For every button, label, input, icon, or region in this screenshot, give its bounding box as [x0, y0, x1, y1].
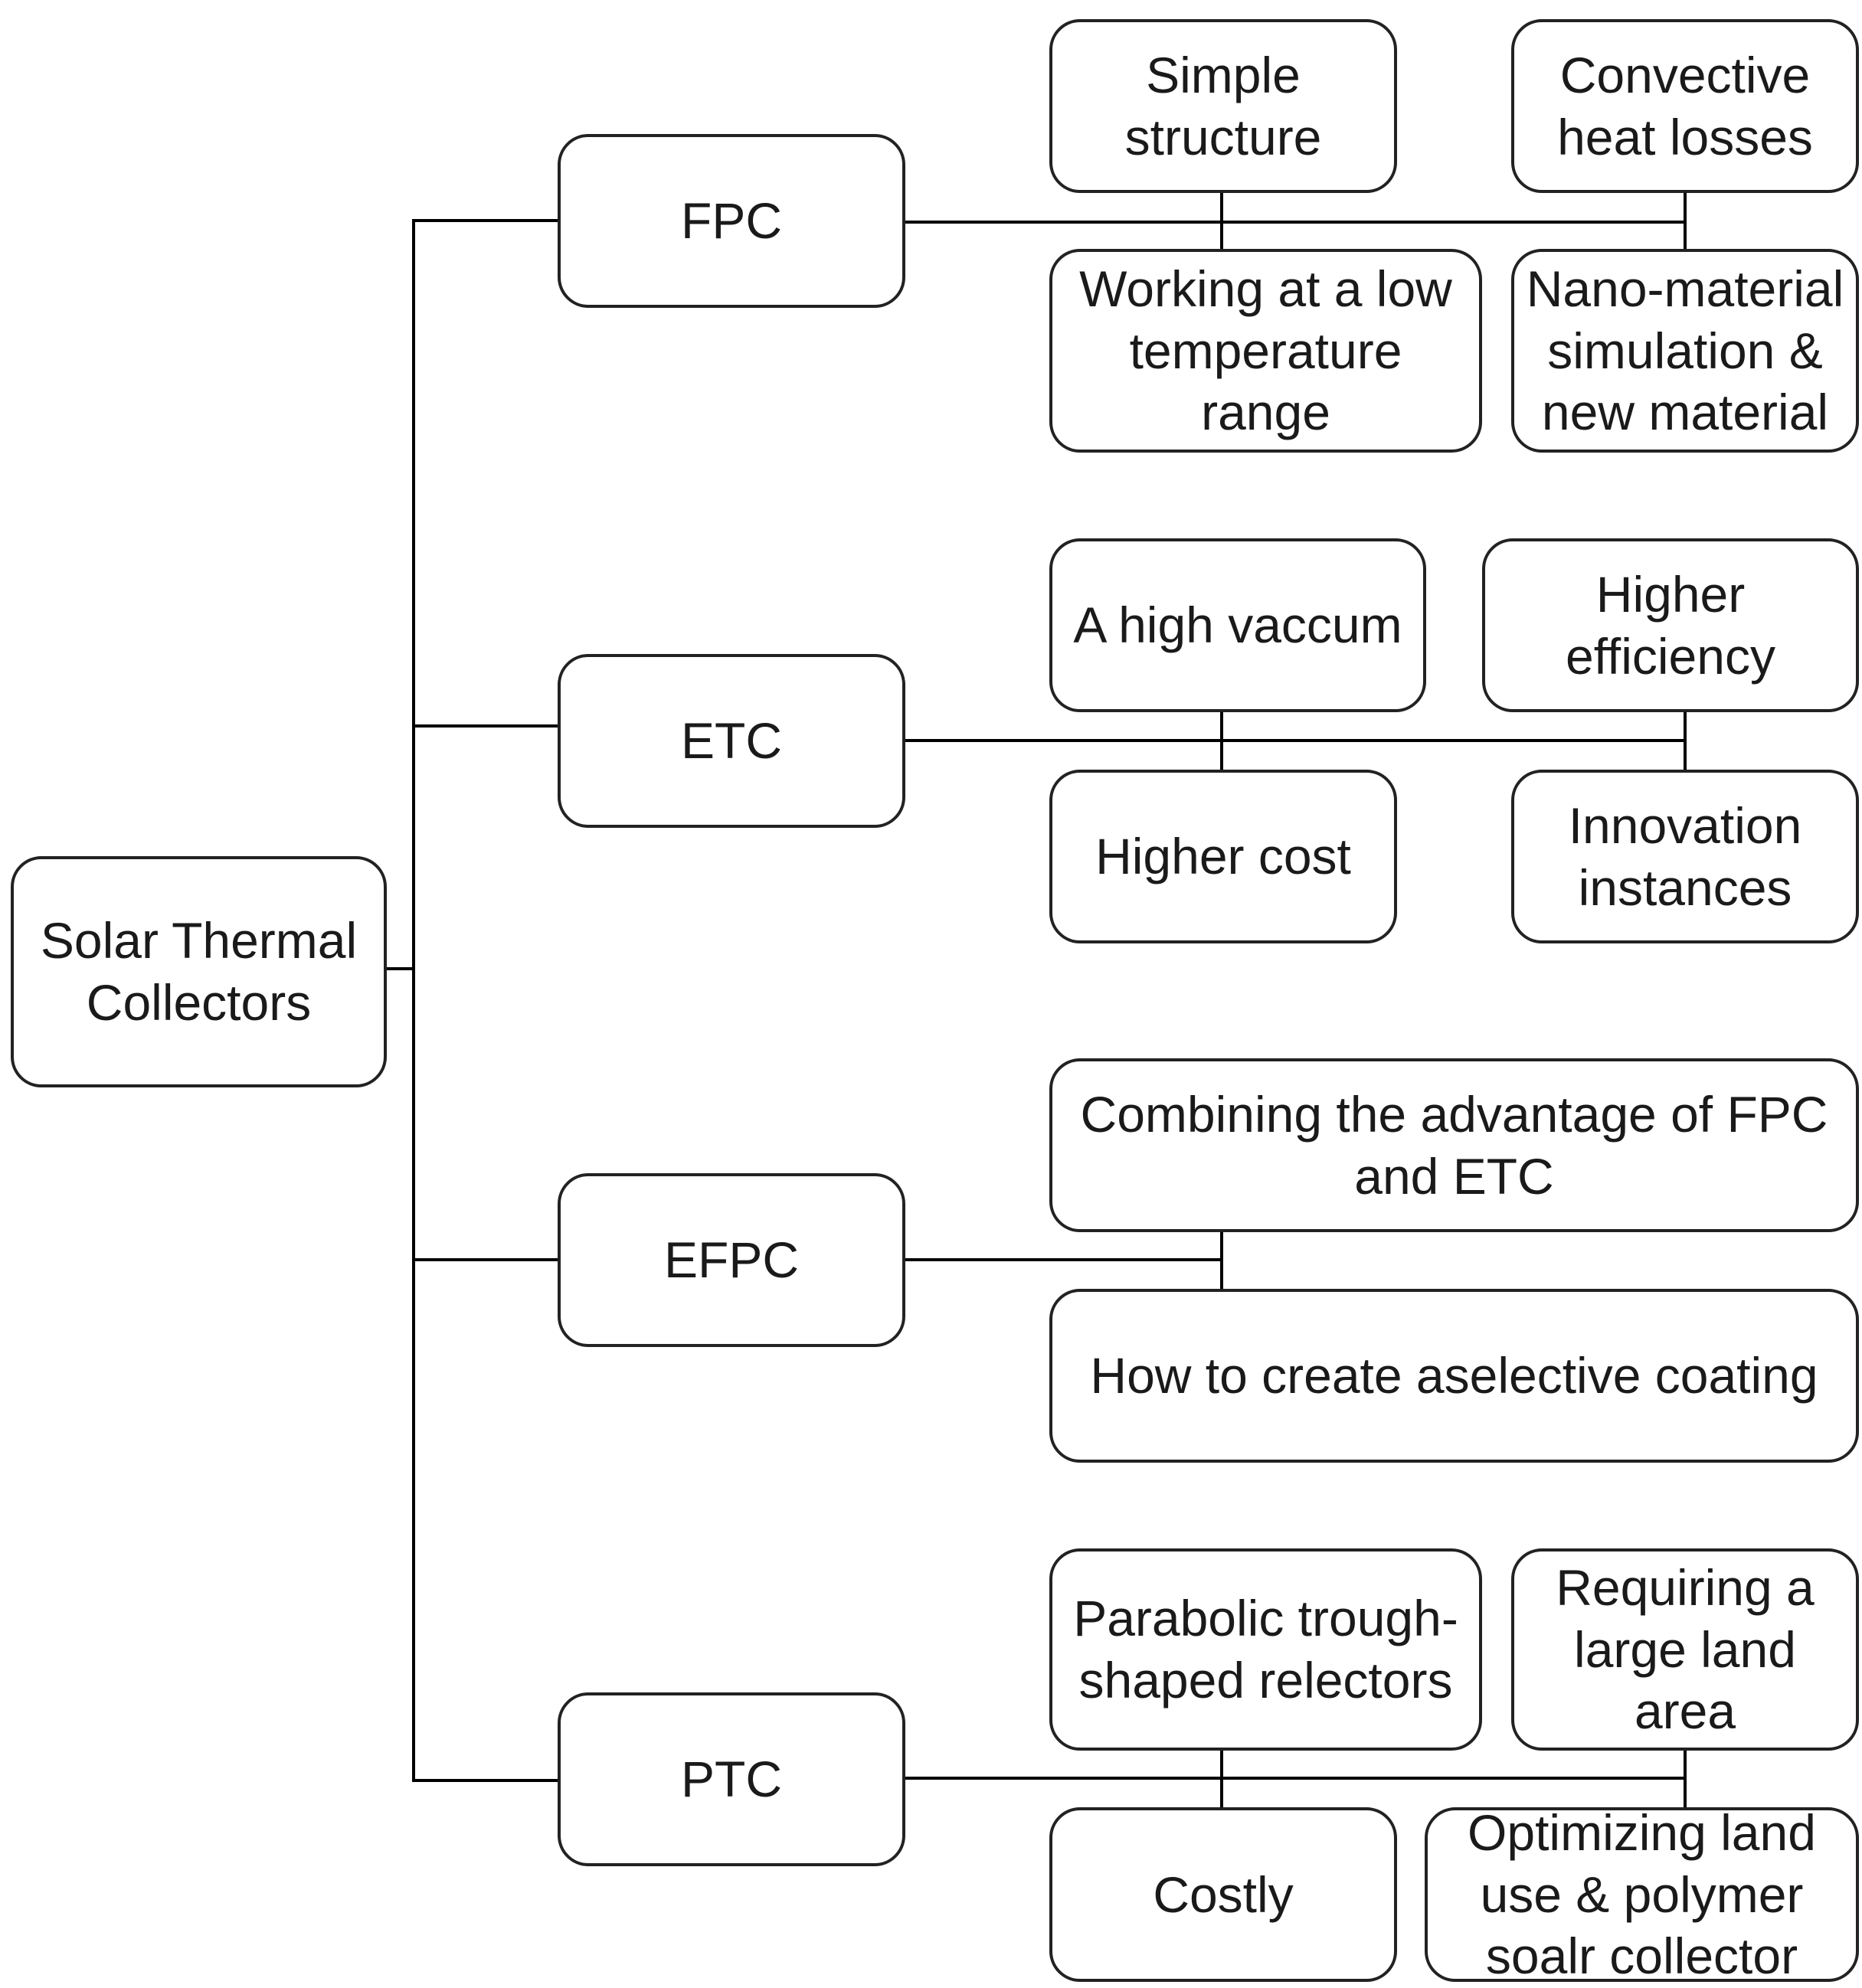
leaf-label: Parabolic trough- shaped relectors: [1073, 1590, 1458, 1708]
leaf-ptc-large-land-area: Requiring a large land area: [1511, 1548, 1859, 1751]
leaf-label: Requiring a large land area: [1556, 1559, 1815, 1740]
category-label-efpc: EFPC: [663, 1231, 800, 1289]
leaf-ptc-optimizing-land-use: Optimizing land use & polymer soalr coll…: [1425, 1807, 1859, 1982]
leaf-fpc-convective-heat-losses: Convective heat losses: [1511, 19, 1859, 193]
leaf-label: Nano-material simulation & new material: [1526, 260, 1844, 441]
leaf-label: Simple structure: [1124, 46, 1322, 165]
leaf-label: Convective heat losses: [1557, 46, 1813, 165]
leaf-label: Costly: [1153, 1865, 1294, 1923]
leaf-label: Innovation instances: [1568, 796, 1802, 916]
leaf-etc-innovation-instances: Innovation instances: [1511, 770, 1859, 943]
leaf-fpc-simple-structure: Simple structure: [1049, 19, 1397, 193]
leaf-label: Optimizing land use & polymer soalr coll…: [1468, 1807, 1816, 1982]
leaf-label: Working at a low temperature range: [1079, 260, 1452, 441]
leaf-efpc-combining-advantage: Combining the advantage of FPC and ETC: [1049, 1058, 1859, 1232]
leaf-label: A high vaccum: [1073, 597, 1402, 654]
leaf-fpc-nano-material: Nano-material simulation & new material: [1511, 249, 1859, 453]
leaf-etc-high-vaccum: A high vaccum: [1049, 538, 1426, 712]
category-node-etc: ETC: [558, 654, 905, 828]
leaf-efpc-selective-coating: How to create aselective coating: [1049, 1289, 1859, 1463]
category-node-efpc: EFPC: [558, 1173, 905, 1347]
leaf-label: Higher cost: [1095, 828, 1351, 885]
category-label-fpc: FPC: [681, 192, 782, 250]
leaf-label: Combining the advantage of FPC and ETC: [1080, 1085, 1828, 1205]
leaf-fpc-low-temperature-range: Working at a low temperature range: [1049, 249, 1482, 453]
category-label-etc: ETC: [681, 712, 782, 770]
leaf-label: How to create aselective coating: [1090, 1347, 1818, 1404]
leaf-ptc-parabolic-trough: Parabolic trough- shaped relectors: [1049, 1548, 1482, 1751]
root-node: Solar Thermal Collectors: [11, 856, 387, 1087]
root-node-label: Solar Thermal Collectors: [40, 912, 358, 1031]
leaf-etc-higher-cost: Higher cost: [1049, 770, 1397, 943]
leaf-etc-higher-efficiency: Higher efficiency: [1482, 538, 1859, 712]
category-node-fpc: FPC: [558, 134, 905, 308]
leaf-ptc-costly: Costly: [1049, 1807, 1397, 1982]
leaf-label: Higher efficiency: [1566, 565, 1775, 685]
category-node-ptc: PTC: [558, 1692, 905, 1866]
category-label-ptc: PTC: [681, 1751, 782, 1808]
